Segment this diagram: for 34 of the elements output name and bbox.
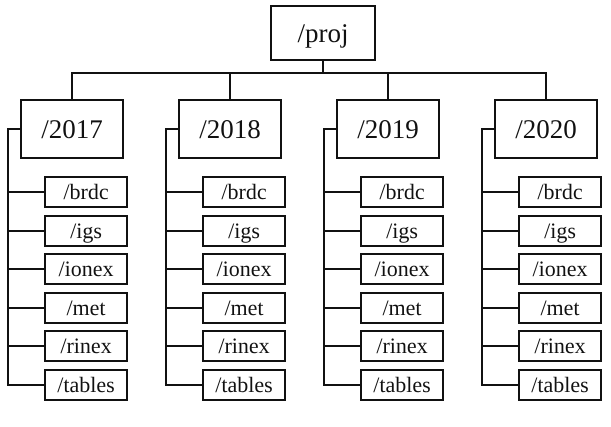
folder-box: /met — [202, 292, 286, 324]
folder-box: /ionex — [44, 253, 128, 285]
connector-line — [7, 128, 44, 386]
folder-box: /met — [518, 292, 602, 324]
connector-line — [481, 128, 518, 386]
folder-box: /ionex — [202, 253, 286, 285]
folder-box: /igs — [518, 215, 602, 247]
folder-box: /tables — [202, 369, 286, 401]
folder-box: /rinex — [44, 330, 128, 362]
connector-line — [322, 61, 547, 99]
folder-box: /met — [44, 292, 128, 324]
folder-box: /rinex — [360, 330, 444, 362]
folder-box: /brdc — [360, 176, 444, 208]
folder-box: /tables — [44, 369, 128, 401]
folder-box: /brdc — [44, 176, 128, 208]
folder-box: /ionex — [360, 253, 444, 285]
folder-box: /tables — [518, 369, 602, 401]
folder-box: /rinex — [518, 330, 602, 362]
folder-box: /met — [360, 292, 444, 324]
folder-box: /brdc — [518, 176, 602, 208]
folder-box: /igs — [44, 215, 128, 247]
folder-box: /brdc — [202, 176, 286, 208]
connector-line — [165, 128, 202, 386]
folder-box: /ionex — [518, 253, 602, 285]
connector-line — [323, 128, 360, 386]
folder-box: /proj — [270, 5, 376, 61]
folder-box: /2019 — [336, 99, 440, 159]
folder-box: /2017 — [20, 99, 124, 159]
folder-box: /rinex — [202, 330, 286, 362]
folder-box: /igs — [360, 215, 444, 247]
folder-box: /2018 — [178, 99, 282, 159]
folder-box: /2020 — [494, 99, 598, 159]
folder-box: /igs — [202, 215, 286, 247]
folder-box: /tables — [360, 369, 444, 401]
